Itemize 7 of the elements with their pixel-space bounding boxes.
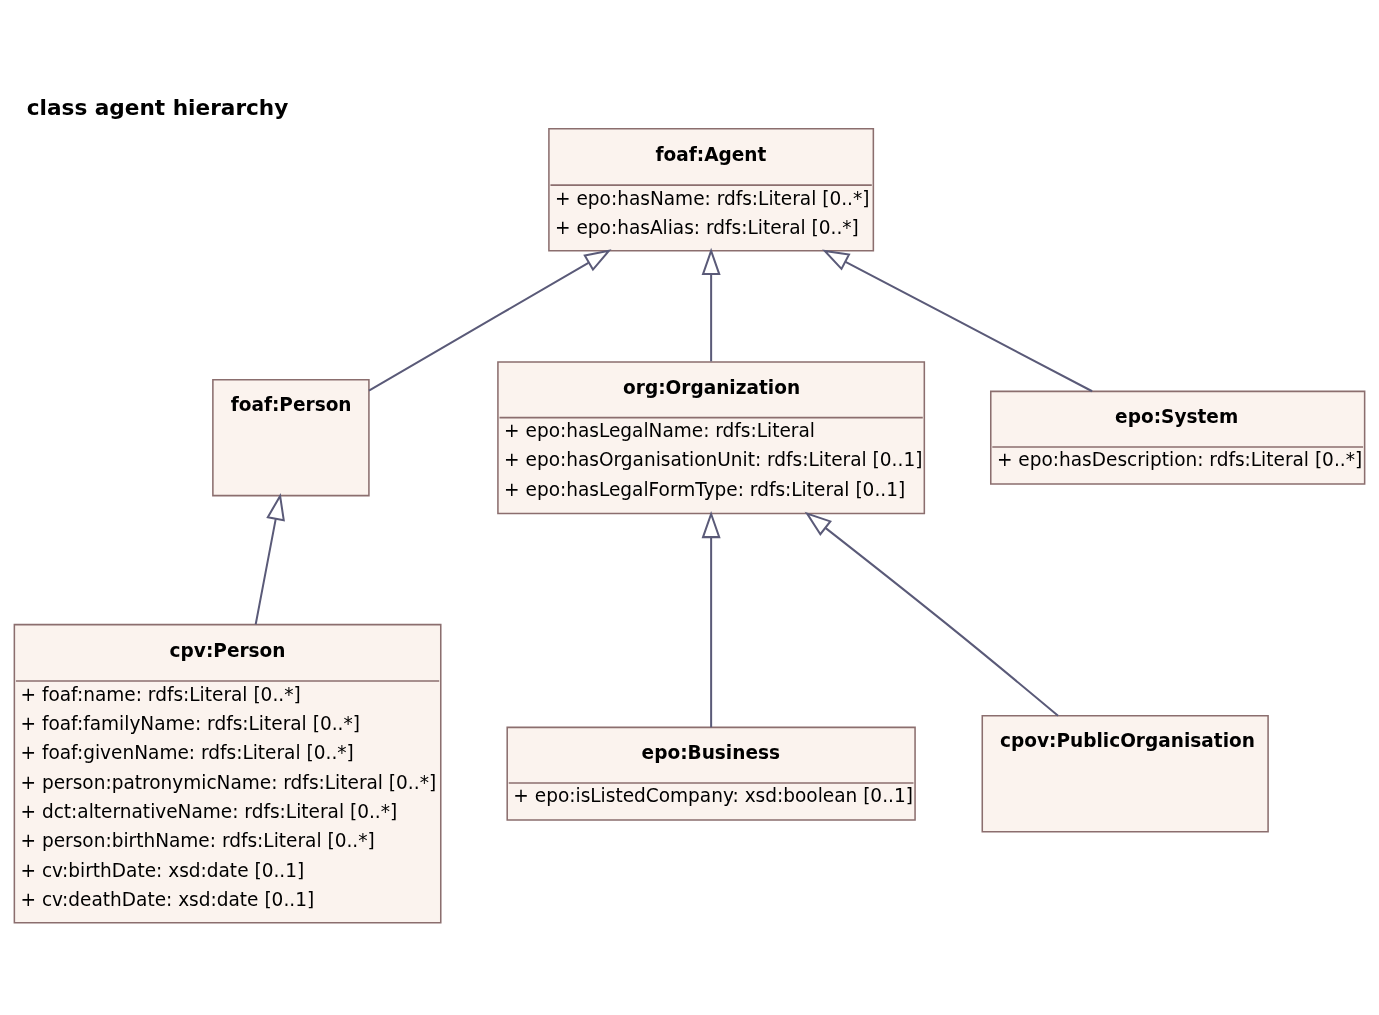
arrow — [822, 249, 1093, 392]
arrow — [701, 247, 721, 361]
arrow — [368, 248, 612, 392]
diagram-title: class agent hierarchy — [26, 94, 289, 120]
arrow — [254, 492, 285, 624]
arrow — [701, 510, 721, 727]
arrow — [804, 511, 1059, 716]
